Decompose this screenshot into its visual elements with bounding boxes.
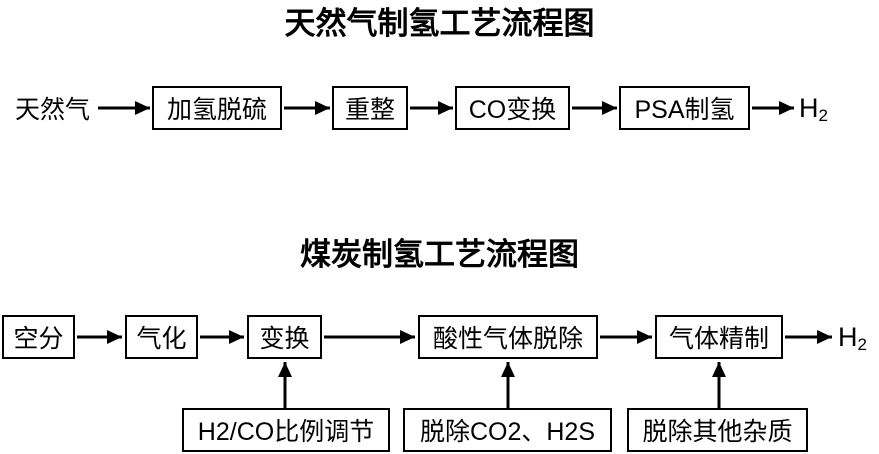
label-natural-gas: 天然气 (15, 96, 91, 124)
diagram2-title: 煤炭制氢工艺流程图 (300, 237, 579, 272)
box-co2-h2s-removal: 脱除CO2、H2S (403, 408, 612, 452)
diagram1-title: 天然气制氢工艺流程图 (284, 6, 595, 41)
box-psa-hydrogen: PSA制氢 (619, 86, 750, 130)
box-other-impurity-removal: 脱除其他杂质 (627, 408, 808, 452)
box-air-separation: 空分 (2, 315, 75, 359)
h2-subscript: 2 (857, 335, 867, 354)
box-acid-gas-removal: 酸性气体脱除 (418, 315, 598, 359)
box-h2co-ratio-adjust: H2/CO比例调节 (182, 408, 390, 452)
box-reforming: 重整 (332, 86, 408, 130)
box-hydrodesulfurization: 加氢脱硫 (152, 86, 282, 130)
h2-base: H (838, 321, 858, 352)
box-gas-purification: 气体精制 (655, 315, 783, 359)
box-shift: 变换 (247, 315, 322, 359)
h2-subscript: 2 (818, 106, 828, 125)
h2-base: H (799, 92, 819, 123)
box-co-shift: CO变换 (455, 86, 570, 130)
box-gasification: 气化 (125, 315, 198, 359)
